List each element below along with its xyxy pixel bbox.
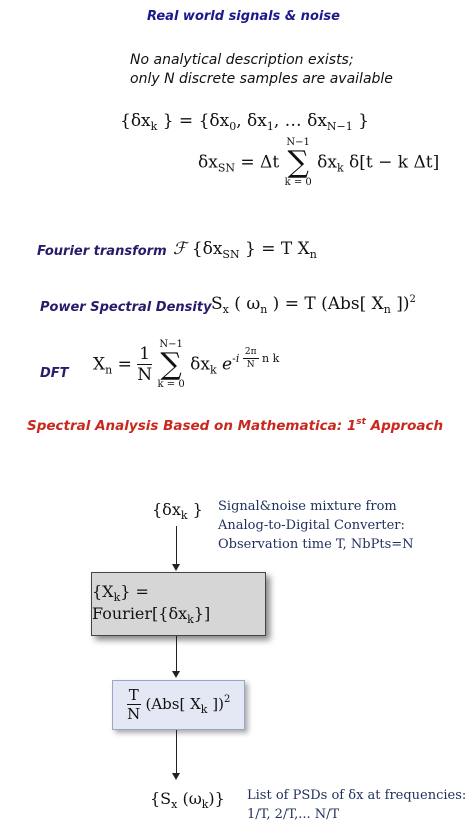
fourier-box: {Xk} = Fourier[{δxk}]: [91, 572, 266, 636]
equation-fourier: ℱ {δxSN } = T Xn: [173, 239, 317, 261]
section-heading: Spectral Analysis Based on Mathematica: …: [27, 417, 444, 434]
flow-arrowhead-1: [172, 564, 180, 571]
intro-line-1: No analytical description exists;: [130, 52, 354, 68]
equation-discrete-sum: δxSN = Δt N−1∑k = 0 δxk δ[t − k Δt]: [198, 137, 440, 188]
label-psd: Power Spectral Density: [40, 300, 212, 315]
flow-arrow-3: [176, 730, 177, 774]
note-input-description: Signal&noise mixture from Analog-to-Digi…: [218, 499, 414, 552]
note-output-description: List of PSDs of δx at frequencies: 1/T, …: [247, 788, 467, 822]
flowchart-input: {δxk }: [152, 500, 203, 522]
label-dft: DFT: [40, 366, 69, 381]
flow-arrow-2: [176, 636, 177, 672]
flow-arrow-1: [176, 526, 177, 565]
flowchart-output: {Sx (ωk)}: [150, 789, 225, 811]
label-fourier: Fourier transform: [37, 244, 167, 259]
flow-arrowhead-2: [172, 671, 180, 678]
page-title: Real world signals & noise: [147, 9, 340, 24]
flow-arrowhead-3: [172, 773, 180, 780]
equation-psd: Sx ( ωn ) = T (Abs[ Xn ])2: [211, 294, 416, 316]
equation-sample-set: {δxk } = {δx0, δx1, … δxN−1 }: [120, 111, 369, 133]
intro-line-2: only N discrete samples are available: [130, 71, 393, 87]
